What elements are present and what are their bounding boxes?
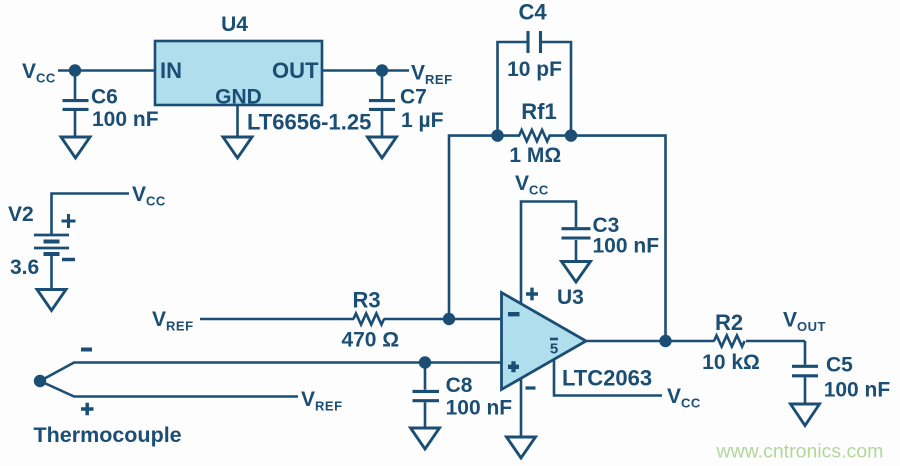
svg-text:C5: C5 <box>826 354 853 377</box>
svg-text:Rf1: Rf1 <box>521 99 556 124</box>
svg-text:R3: R3 <box>352 288 380 313</box>
svg-text:C4: C4 <box>518 0 547 25</box>
svg-text:C7: C7 <box>400 86 427 109</box>
svg-text:C8: C8 <box>446 374 473 397</box>
svg-text:100 nF: 100 nF <box>824 379 891 402</box>
svg-text:www.cntronics.com: www.cntronics.com <box>716 441 884 463</box>
svg-text:LT6656-1.25: LT6656-1.25 <box>247 110 371 135</box>
svg-text:U4: U4 <box>221 13 248 36</box>
svg-text:1 MΩ: 1 MΩ <box>509 144 561 167</box>
svg-text:R2: R2 <box>715 310 743 335</box>
svg-text:C6: C6 <box>91 86 118 109</box>
svg-text:100 nF: 100 nF <box>446 397 513 420</box>
svg-text:U3: U3 <box>557 286 584 309</box>
svg-text:3.6: 3.6 <box>10 256 39 279</box>
svg-text:100 nF: 100 nF <box>593 235 660 258</box>
svg-text:GND: GND <box>215 86 262 109</box>
svg-text:C3: C3 <box>593 214 620 237</box>
svg-text:OUT: OUT <box>272 58 319 83</box>
svg-text:10 pF: 10 pF <box>507 58 562 81</box>
svg-text:IN: IN <box>160 58 182 83</box>
svg-text:Thermocouple: Thermocouple <box>34 423 182 447</box>
svg-text:10 kΩ: 10 kΩ <box>702 351 760 374</box>
svg-text:470 Ω: 470 Ω <box>341 329 399 352</box>
svg-text:V2: V2 <box>8 203 34 226</box>
svg-text:LTC2063: LTC2063 <box>562 366 652 391</box>
svg-text:1 µF: 1 µF <box>401 109 444 132</box>
svg-text:5: 5 <box>550 341 558 358</box>
svg-text:100 nF: 100 nF <box>92 108 159 131</box>
